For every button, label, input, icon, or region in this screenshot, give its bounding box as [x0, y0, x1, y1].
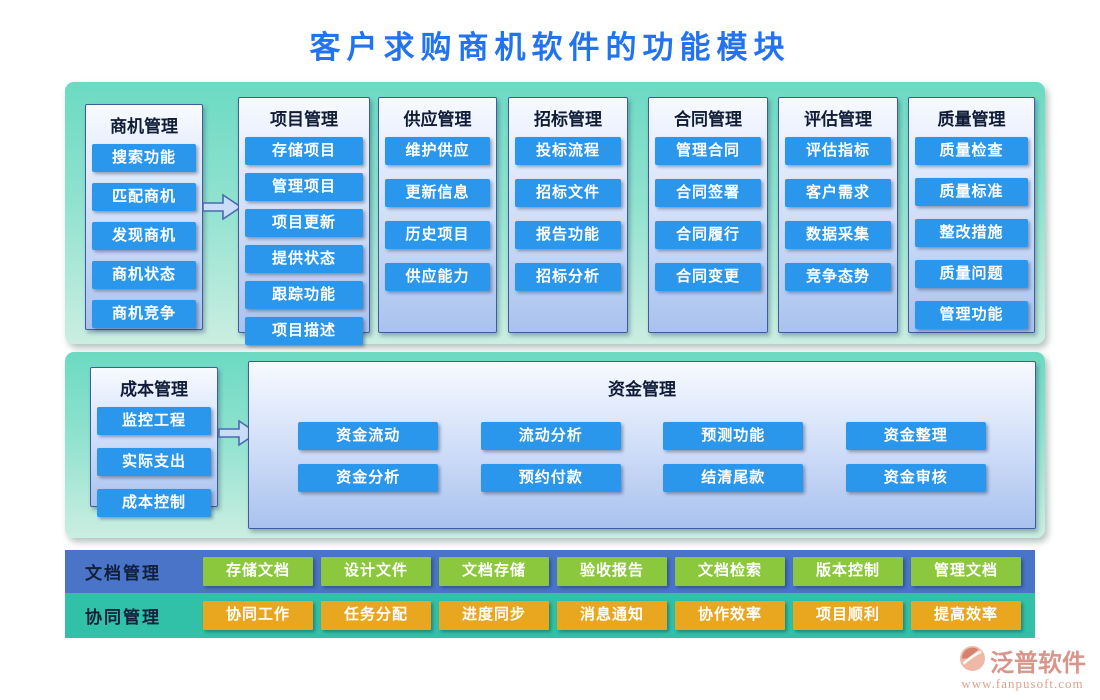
module-item-button[interactable]: 商机状态	[92, 261, 196, 289]
doc-item-button[interactable]: 文档存储	[439, 557, 549, 586]
cost-item-button[interactable]: 成本控制	[97, 489, 211, 517]
module-item-button[interactable]: 管理项目	[245, 173, 363, 201]
brand-website: www.fanpusoft.com	[961, 676, 1084, 691]
collab-item-button[interactable]: 协作效率	[675, 601, 785, 630]
cost-panel: 成本管理 监控工程 实际支出 成本控制	[90, 367, 218, 517]
module-panel-supply: 供应管理 维护供应 更新信息 历史项目 供应能力	[378, 97, 497, 333]
collab-item-button[interactable]: 提高效率	[911, 601, 1021, 630]
module-item-button[interactable]: 招标分析	[515, 263, 621, 291]
module-item-button[interactable]: 商机竞争	[92, 300, 196, 328]
module-item-button[interactable]: 数据采集	[785, 221, 891, 249]
fund-item-button[interactable]: 流动分析	[480, 422, 621, 450]
funds-panel: 资金管理 资金流动 流动分析 预测功能 资金整理 资金分析 预约付款 结清尾款 …	[248, 361, 1036, 529]
fund-item-button[interactable]: 预约付款	[480, 464, 621, 492]
module-item-button[interactable]: 评估指标	[785, 137, 891, 165]
module-item-button[interactable]: 合同变更	[655, 263, 761, 291]
collab-item-button[interactable]: 协同工作	[203, 601, 313, 630]
module-item-button[interactable]: 搜索功能	[92, 144, 196, 172]
module-item-button[interactable]: 供应能力	[385, 263, 490, 291]
funds-panel-header: 资金管理	[608, 380, 676, 399]
doc-item-button[interactable]: 验收报告	[557, 557, 667, 586]
module-item-button[interactable]: 跟踪功能	[245, 281, 363, 309]
module-item-button[interactable]: 客户需求	[785, 179, 891, 207]
module-panel-header: 招标管理	[534, 110, 602, 129]
module-panel-header: 评估管理	[804, 110, 872, 129]
module-item-button[interactable]: 合同签署	[655, 179, 761, 207]
collab-bar-label: 协同管理	[85, 608, 161, 627]
module-item-button[interactable]: 投标流程	[515, 137, 621, 165]
module-panel-header: 商机管理	[110, 117, 178, 136]
collab-item-button[interactable]: 任务分配	[321, 601, 431, 630]
module-item-button[interactable]: 提供状态	[245, 245, 363, 273]
module-item-button[interactable]: 整改措施	[915, 219, 1028, 247]
module-item-button[interactable]: 项目描述	[245, 317, 363, 345]
flow-arrow-icon	[201, 192, 243, 227]
module-item-button[interactable]: 合同履行	[655, 221, 761, 249]
doc-item-button[interactable]: 版本控制	[793, 557, 903, 586]
module-item-button[interactable]: 质量标准	[915, 178, 1028, 206]
fund-item-button[interactable]: 资金审核	[845, 464, 986, 492]
page-title: 客户求购商机软件的功能模块	[309, 30, 791, 65]
module-panel-header: 合同管理	[674, 110, 742, 129]
bottom-bars: 文档管理 存储文档 设计文件 文档存储 验收报告 文档检索 版本控制 管理文档 …	[65, 550, 1035, 638]
module-item-button[interactable]: 维护供应	[385, 137, 490, 165]
fund-item-button[interactable]: 资金整理	[845, 422, 986, 450]
module-item-button[interactable]: 招标文件	[515, 179, 621, 207]
module-panel-evaluation: 评估管理 评估指标 客户需求 数据采集 竞争态势	[778, 97, 898, 333]
module-item-button[interactable]: 历史项目	[385, 221, 490, 249]
doc-item-button[interactable]: 存储文档	[203, 557, 313, 586]
module-panel-bidding: 招标管理 投标流程 招标文件 报告功能 招标分析	[508, 97, 628, 333]
module-item-button[interactable]: 竞争态势	[785, 263, 891, 291]
module-item-button[interactable]: 匹配商机	[92, 183, 196, 211]
collab-bar: 协同管理 协同工作 任务分配 进度同步 消息通知 协作效率 项目顺利 提高效率	[65, 593, 1035, 638]
module-item-button[interactable]: 项目更新	[245, 209, 363, 237]
collab-item-button[interactable]: 消息通知	[557, 601, 667, 630]
module-panel-business: 商机管理 搜索功能 匹配商机 发现商机 商机状态 商机竞争	[85, 104, 203, 330]
doc-item-button[interactable]: 管理文档	[911, 557, 1021, 586]
cost-funds-board: 成本管理 监控工程 实际支出 成本控制 资金管理 资金流动 流动分析 预测功能 …	[65, 352, 1045, 538]
module-panel-project: 项目管理 存储项目 管理项目 项目更新 提供状态 跟踪功能 项目描述	[238, 97, 370, 345]
module-panel-header: 供应管理	[403, 110, 472, 129]
module-panel-header: 项目管理	[270, 110, 338, 129]
module-item-button[interactable]: 发现商机	[92, 222, 196, 250]
doc-item-button[interactable]: 文档检索	[675, 557, 785, 586]
cost-item-button[interactable]: 监控工程	[97, 407, 211, 435]
fund-item-button[interactable]: 资金流动	[298, 422, 439, 450]
collab-item-button[interactable]: 进度同步	[439, 601, 549, 630]
fund-item-button[interactable]: 资金分析	[298, 464, 439, 492]
cost-item-button[interactable]: 实际支出	[97, 448, 211, 476]
module-item-button[interactable]: 报告功能	[515, 221, 621, 249]
modules-board: 商机管理 搜索功能 匹配商机 发现商机 商机状态 商机竞争 项目管理 存储项目 …	[65, 82, 1045, 345]
module-panel-quality: 质量管理 质量检查 质量标准 整改措施 质量问题 管理功能	[908, 97, 1035, 333]
fund-item-button[interactable]: 结清尾款	[663, 464, 804, 492]
module-item-button[interactable]: 质量检查	[915, 137, 1028, 165]
brand-name: 泛普软件	[990, 651, 1086, 677]
fund-item-button[interactable]: 预测功能	[663, 422, 804, 450]
docs-bar: 文档管理 存储文档 设计文件 文档存储 验收报告 文档检索 版本控制 管理文档	[65, 550, 1035, 593]
docs-bar-label: 文档管理	[85, 564, 161, 583]
module-item-button[interactable]: 存储项目	[245, 137, 363, 165]
module-panel-header: 质量管理	[937, 110, 1006, 129]
cost-panel-header: 成本管理	[120, 380, 188, 399]
module-item-button[interactable]: 管理合同	[655, 137, 761, 165]
module-item-button[interactable]: 更新信息	[385, 179, 490, 207]
brand-logo-icon	[959, 645, 986, 677]
module-panel-contract: 合同管理 管理合同 合同签署 合同履行 合同变更	[648, 97, 768, 333]
brand-logo: 泛普软件 www.fanpusoft.com	[959, 643, 1086, 692]
module-item-button[interactable]: 质量问题	[915, 260, 1028, 288]
collab-item-button[interactable]: 项目顺利	[793, 601, 903, 630]
module-item-button[interactable]: 管理功能	[915, 301, 1028, 329]
doc-item-button[interactable]: 设计文件	[321, 557, 431, 586]
